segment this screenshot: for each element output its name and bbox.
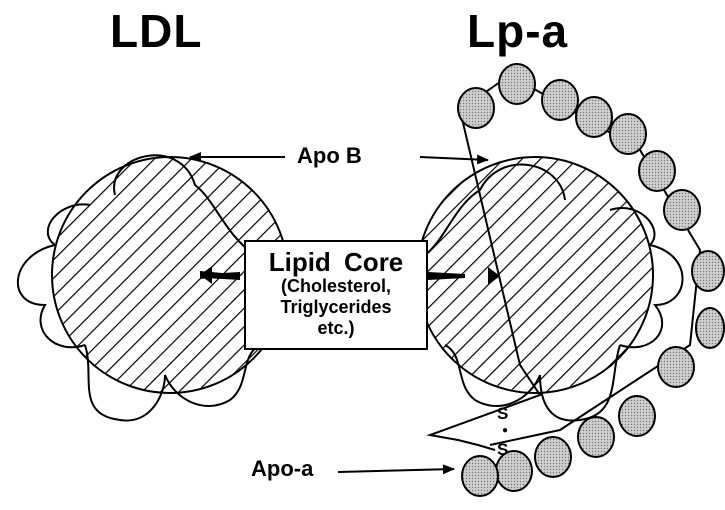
- disulfide-s-bottom: S: [497, 440, 508, 460]
- kringle-domain: [535, 437, 571, 477]
- apo-a-label: Apo-a: [251, 456, 313, 482]
- kringle-domain: [576, 97, 612, 137]
- kringle-domain: [619, 396, 655, 436]
- kringle-domain: [658, 347, 694, 387]
- disulfide-s-top: S: [497, 404, 508, 424]
- kringle-domain: [499, 64, 535, 104]
- disulfide-bond-dot: ●: [502, 425, 508, 436]
- lpa-particle: [417, 64, 724, 496]
- apo-a-arrow: [338, 469, 454, 472]
- kringle-domain: [610, 114, 646, 154]
- lpa-title: Lp-a: [467, 4, 568, 58]
- kringle-domain: [578, 417, 614, 457]
- kringle-domain: [696, 308, 724, 348]
- ldl-title: LDL: [110, 4, 202, 58]
- lipid-core-line-2: Triglycerides: [246, 297, 426, 318]
- kringle-domain: [542, 80, 578, 120]
- kringle-domain: [692, 251, 724, 291]
- lipid-core-line-3: etc.): [246, 318, 426, 339]
- kringle-domain: [664, 190, 700, 230]
- kringle-domain: [462, 456, 498, 496]
- kringle-domain: [458, 88, 494, 128]
- lipid-core-line-1: (Cholesterol,: [246, 276, 426, 297]
- kringle-domain: [639, 151, 675, 191]
- apo-b-label: Apo B: [297, 143, 362, 169]
- apo-b-arrow-right: [420, 157, 488, 160]
- lipid-core-box: Lipid Core (Cholesterol, Triglycerides e…: [244, 240, 428, 350]
- lipid-core-title: Lipid Core: [246, 248, 426, 276]
